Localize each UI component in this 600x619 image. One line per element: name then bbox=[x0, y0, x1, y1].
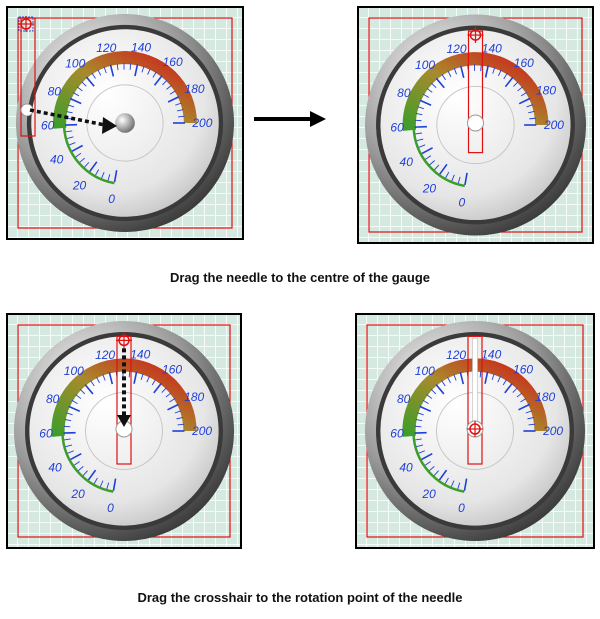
green-arc bbox=[412, 127, 465, 188]
scale-label: 20 bbox=[421, 487, 436, 501]
scale-label: 20 bbox=[422, 181, 437, 195]
tick-marks bbox=[65, 63, 185, 183]
green-arc bbox=[61, 433, 114, 493]
scale-label: 100 bbox=[65, 57, 85, 71]
scale-label: 40 bbox=[48, 461, 62, 475]
scale-label: 80 bbox=[48, 85, 62, 99]
needle-selection bbox=[20, 17, 36, 137]
green-arc bbox=[412, 433, 465, 493]
scale-label: 20 bbox=[70, 487, 85, 501]
right-arrow-icon bbox=[250, 108, 330, 135]
scale-label: 0 bbox=[459, 195, 466, 209]
scale-label: 200 bbox=[191, 116, 212, 130]
scale-label: 120 bbox=[446, 348, 466, 362]
scale-label: 200 bbox=[543, 118, 564, 132]
scale-label: 80 bbox=[397, 392, 411, 406]
scale-label: 140 bbox=[482, 41, 502, 55]
scale-label: 100 bbox=[415, 364, 435, 378]
scale-label: 80 bbox=[397, 86, 411, 100]
scale-label: 0 bbox=[108, 192, 115, 206]
scale-label: 20 bbox=[72, 179, 87, 193]
crosshair-icon bbox=[467, 27, 484, 44]
dotted-arrow-icon bbox=[29, 108, 117, 134]
scale-label: 160 bbox=[163, 55, 183, 69]
dotted-arrow-icon bbox=[117, 348, 131, 427]
needle-selection bbox=[467, 335, 483, 465]
scale-label: 60 bbox=[39, 427, 53, 441]
scale-label: 100 bbox=[415, 58, 435, 72]
scale-label: 140 bbox=[131, 40, 151, 54]
caption-step2: Drag the crosshair to the rotation point… bbox=[137, 590, 463, 605]
scale-label: 60 bbox=[390, 427, 404, 441]
scale-label: 160 bbox=[513, 362, 533, 376]
scale-label: 60 bbox=[390, 121, 404, 135]
caption-step1: Drag the needle to the centre of the gau… bbox=[169, 270, 431, 285]
scale-label: 140 bbox=[130, 348, 150, 362]
scale-label: 100 bbox=[64, 364, 84, 378]
scale-label: 180 bbox=[184, 390, 204, 404]
scale-label: 180 bbox=[536, 84, 556, 98]
scale-label: 40 bbox=[399, 461, 413, 475]
tick-marks bbox=[63, 370, 185, 491]
scale-label: 140 bbox=[481, 348, 501, 362]
scale-label: 0 bbox=[107, 501, 114, 515]
gauge-needle bbox=[472, 338, 478, 426]
needle-pivot bbox=[467, 114, 484, 132]
scale-label: 40 bbox=[50, 152, 64, 166]
scale-label: 200 bbox=[191, 424, 212, 438]
gauge-hub bbox=[115, 113, 135, 133]
scale-label: 40 bbox=[400, 155, 414, 169]
value-arc bbox=[51, 358, 197, 437]
scale-label: 200 bbox=[542, 424, 563, 438]
crosshair-icon bbox=[116, 332, 132, 349]
crosshair-icon bbox=[467, 421, 483, 437]
crosshair-icon bbox=[18, 16, 34, 32]
green-arc bbox=[62, 125, 115, 185]
scale-label: 60 bbox=[41, 119, 55, 133]
scale-label: 160 bbox=[162, 362, 182, 376]
scale-label: 120 bbox=[447, 42, 467, 56]
scale-label: 180 bbox=[185, 82, 205, 96]
scale-label: 120 bbox=[95, 348, 115, 362]
scale-label: 0 bbox=[458, 501, 465, 515]
scale-label: 80 bbox=[46, 392, 60, 406]
value-arc bbox=[53, 51, 197, 129]
value-arc bbox=[402, 52, 549, 131]
scale-label: 180 bbox=[535, 390, 555, 404]
scale-label: 120 bbox=[96, 41, 116, 55]
scale-label: 160 bbox=[514, 56, 534, 70]
